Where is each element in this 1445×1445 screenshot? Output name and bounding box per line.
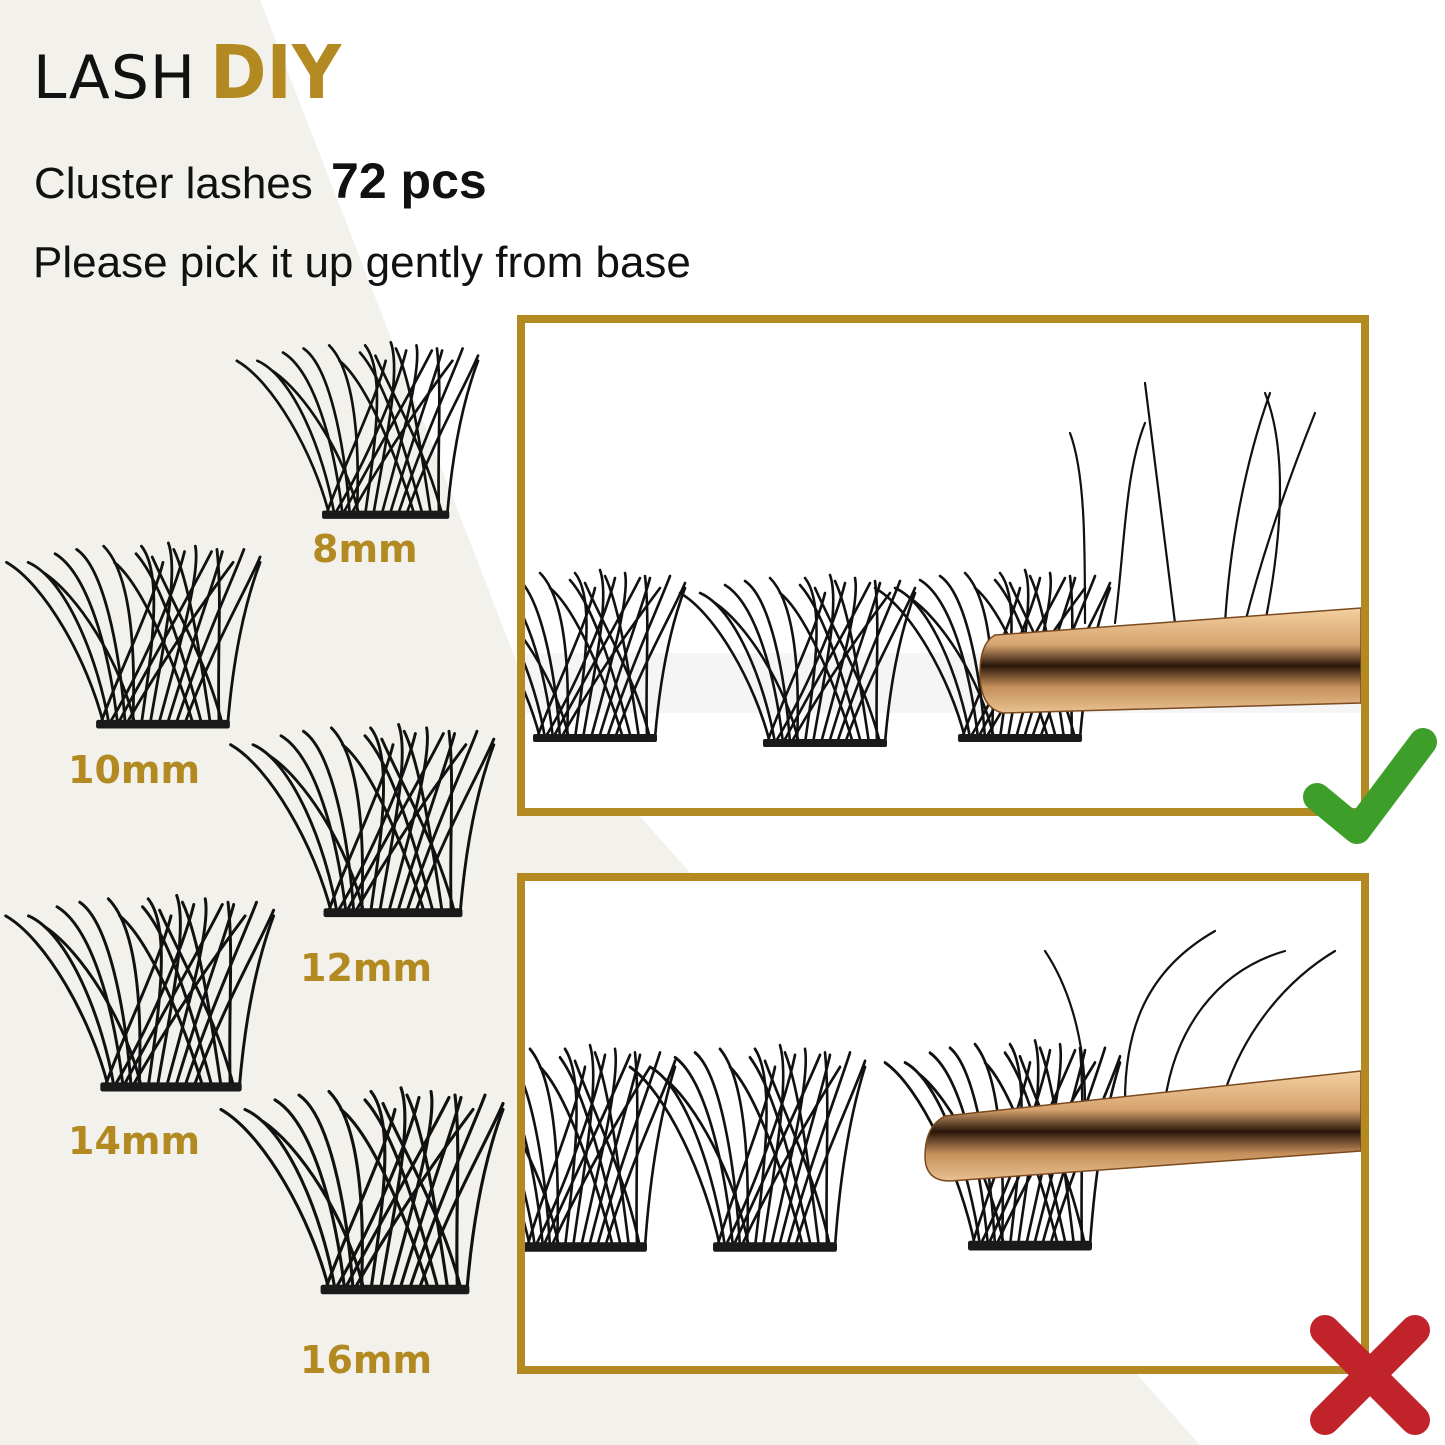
size-label-16mm: 16mm xyxy=(300,1338,433,1382)
instruction-text: Please pick it up gently from base xyxy=(33,238,691,287)
photo-lashes-tweezers-middle xyxy=(525,881,1361,1366)
size-label-8mm: 8mm xyxy=(312,527,418,571)
lash-cluster-illustration xyxy=(219,1086,505,1296)
photo-lashes-tweezers-base xyxy=(525,323,1361,808)
lash-cluster-8mm xyxy=(230,330,490,525)
check-icon xyxy=(1303,728,1437,844)
title-prefix: LASH xyxy=(33,43,197,113)
title-highlight: DIY xyxy=(210,30,342,116)
product-count: 72 pcs xyxy=(331,153,487,209)
lash-cluster-illustration xyxy=(235,340,480,521)
lash-cluster-illustration xyxy=(5,541,262,730)
size-label-12mm: 12mm xyxy=(300,946,433,990)
lash-cluster-16mm xyxy=(215,1065,515,1310)
size-label-14mm: 14mm xyxy=(68,1119,201,1163)
size-label-10mm: 10mm xyxy=(68,748,201,792)
cross-icon xyxy=(1310,1315,1430,1435)
panel-correct-pickup xyxy=(517,315,1369,816)
panel-incorrect-pickup xyxy=(517,873,1369,1374)
product-count-line: Cluster lashes 72 pcs xyxy=(34,152,487,210)
lash-cluster-10mm xyxy=(0,530,272,735)
product-line-text: Cluster lashes xyxy=(34,159,313,208)
